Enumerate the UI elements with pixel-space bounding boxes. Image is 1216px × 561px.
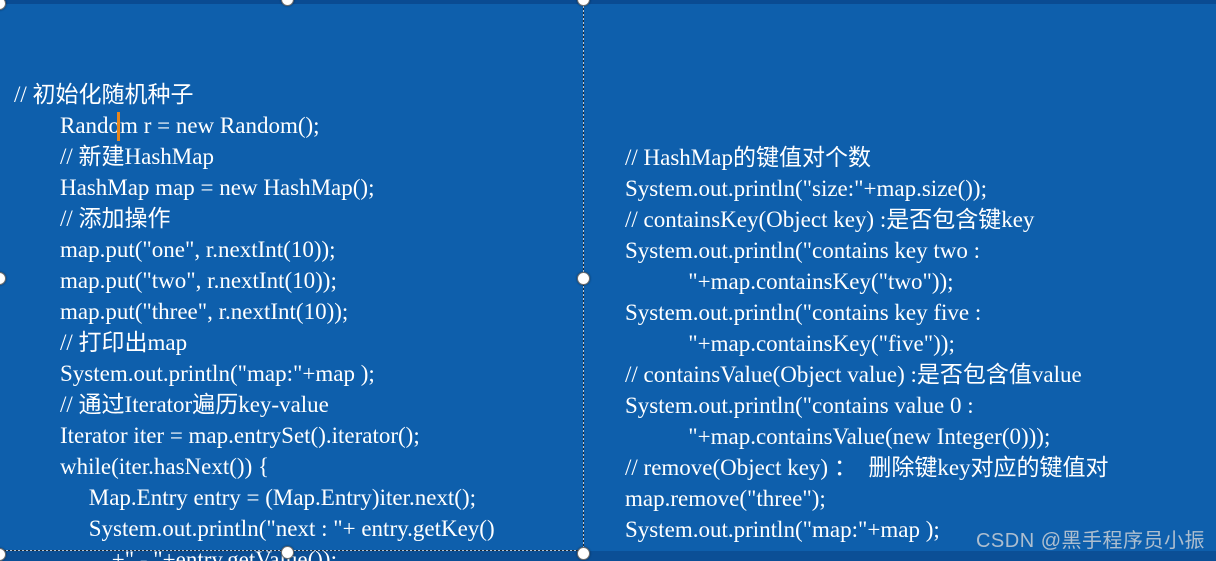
code-line: // HashMap的键值对个数 <box>625 145 871 170</box>
code-line: "+map.containsKey("two")); <box>625 269 954 294</box>
code-line: map.put("one", r.nextInt(10)); <box>14 237 336 262</box>
code-line: // containsKey(Object key) :是否包含键key <box>625 207 1035 232</box>
code-line: // 通过Iterator遍历key-value <box>14 392 329 417</box>
code-line: System.out.println("map:"+map ); <box>625 517 940 542</box>
code-line: Random r = new Random(); <box>14 113 320 138</box>
code-line: map.remove("three"); <box>625 486 826 511</box>
text-cursor-caret <box>117 112 120 141</box>
code-line: // 初始化随机种子 <box>14 82 194 107</box>
code-line: map.put("three", r.nextInt(10)); <box>14 299 349 324</box>
code-line: System.out.println("map:"+map ); <box>14 361 375 386</box>
left-code-textbox[interactable]: // 初始化随机种子 Random r = new Random(); // 新… <box>14 17 495 561</box>
code-line: "+map.containsValue(new Integer(0))); <box>625 424 1051 449</box>
selection-handle-middle-right[interactable] <box>577 272 590 285</box>
code-line: System.out.println("next : "+ entry.getK… <box>14 516 495 541</box>
left-code-lines: // 初始化随机种子 Random r = new Random(); // 新… <box>14 79 495 561</box>
slide-bottom-edge <box>0 551 1216 561</box>
code-line: System.out.println("contains value 0 : <box>625 393 974 418</box>
selection-handle-top-center[interactable] <box>281 0 294 6</box>
slide-top-edge <box>0 0 1216 4</box>
code-line: +" - "+entry.getValue()); <box>14 547 337 561</box>
code-line: // 打印出map <box>14 330 188 355</box>
right-code-lines: // HashMap的键值对个数 System.out.println("size… <box>625 142 1109 545</box>
csdn-watermark: CSDN @黑手程序员小振 <box>975 530 1205 552</box>
code-line: while(iter.hasNext()) { <box>14 454 270 479</box>
selection-handle-bottom-center[interactable] <box>281 546 294 559</box>
right-code-textbox[interactable]: // HashMap的键值对个数 System.out.println("size… <box>625 80 1109 561</box>
selection-handle-bottom-right[interactable] <box>577 547 590 560</box>
code-line: // 添加操作 <box>14 206 171 231</box>
selection-handle-middle-left[interactable] <box>0 272 6 285</box>
code-line: System.out.println("contains key two : <box>625 238 980 263</box>
code-line: "+map.containsKey("five")); <box>625 331 955 356</box>
code-line: // remove(Object key) ： 删除键key对应的键值对 <box>625 455 1109 480</box>
code-line: HashMap map = new HashMap(); <box>14 175 375 200</box>
code-line: // 新建HashMap <box>14 144 214 169</box>
code-line: Iterator iter = map.entrySet().iterator(… <box>14 423 420 448</box>
selection-handle-top-right[interactable] <box>577 0 590 6</box>
selection-handle-top-left[interactable] <box>0 0 6 10</box>
code-line: System.out.println("size:"+map.size()); <box>625 176 987 201</box>
code-line: Map.Entry entry = (Map.Entry)iter.next()… <box>14 485 476 510</box>
code-line: map.put("two", r.nextInt(10)); <box>14 268 337 293</box>
code-line: System.out.println("contains key five : <box>625 300 982 325</box>
code-line: // containsValue(Object value) :是否包含值val… <box>625 362 1082 387</box>
